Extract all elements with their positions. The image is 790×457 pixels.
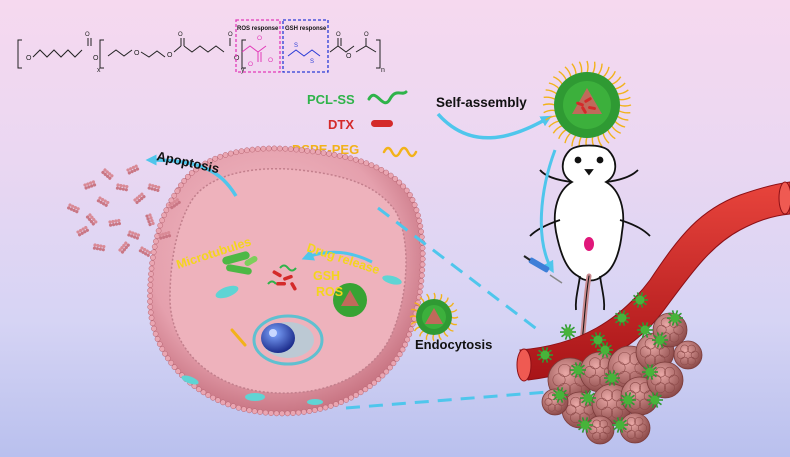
svg-text:S: S bbox=[310, 59, 314, 65]
subscript-y: y bbox=[241, 67, 245, 74]
svg-text:O: O bbox=[364, 32, 369, 38]
tumor-nanoparticles bbox=[536, 292, 683, 433]
subscript-x: x bbox=[97, 67, 101, 74]
cancer-cell bbox=[147, 145, 426, 417]
legend-pcl-ss-label: PCL-SS bbox=[307, 92, 355, 107]
gsh-label: GSH bbox=[313, 269, 340, 283]
svg-text:O: O bbox=[268, 57, 273, 64]
nanoparticle-endocytosis bbox=[409, 292, 459, 342]
ros-label: ROS bbox=[316, 285, 343, 299]
drug-release-arrow bbox=[301, 249, 373, 264]
ros-response-label: ROS response bbox=[237, 26, 279, 32]
dspe-peg-strand-icon bbox=[382, 146, 418, 158]
svg-text:O: O bbox=[346, 53, 352, 60]
tumor-spot-on-mouse bbox=[584, 237, 594, 251]
legend: PCL-SS DTX DSPE-PEG bbox=[292, 90, 418, 158]
legend-dtx-label: DTX bbox=[328, 117, 354, 132]
self-assembly-arrow bbox=[436, 112, 552, 140]
svg-text:O: O bbox=[26, 55, 32, 62]
nucleus bbox=[252, 314, 324, 366]
nanoparticle-internalized bbox=[333, 283, 367, 317]
dtx-drug-icon bbox=[371, 120, 393, 127]
gsh-response-box: S S GSH response bbox=[282, 19, 329, 73]
polymer-formula-tail: O O O n bbox=[329, 32, 385, 74]
svg-text:O: O bbox=[248, 61, 253, 68]
apoptosis-label: Apoptosis bbox=[155, 148, 220, 176]
zoom-line-bottom bbox=[345, 390, 549, 410]
self-assembly-label: Self-assembly bbox=[436, 95, 527, 110]
svg-text:O: O bbox=[85, 32, 90, 38]
svg-text:O: O bbox=[228, 32, 233, 38]
svg-text:O: O bbox=[93, 55, 99, 62]
zoom-line-top bbox=[377, 206, 539, 332]
svg-text:O: O bbox=[178, 32, 183, 38]
svg-text:O: O bbox=[336, 32, 341, 38]
endocytosis-label: Endocytosis bbox=[415, 337, 492, 352]
ros-response-box: O O O ROS response bbox=[235, 19, 281, 73]
injection-arrow bbox=[539, 149, 557, 274]
svg-text:S: S bbox=[294, 43, 298, 49]
svg-text:O: O bbox=[257, 35, 262, 42]
microtubules-icon bbox=[222, 251, 258, 275]
released-drugs bbox=[267, 264, 297, 291]
svg-text:O: O bbox=[134, 50, 140, 57]
svg-text:O: O bbox=[234, 55, 240, 62]
syringe-icon bbox=[523, 255, 563, 284]
svg-text:O: O bbox=[167, 52, 173, 59]
nanoparticle-large bbox=[542, 60, 632, 150]
pcl-ss-strand-icon bbox=[367, 90, 408, 105]
subscript-n: n bbox=[381, 67, 385, 74]
mouse-illustration bbox=[529, 144, 651, 311]
polymer-formula: O O O x O O O O O y bbox=[17, 32, 246, 74]
apoptotic-debris bbox=[67, 164, 181, 257]
gsh-response-label: GSH response bbox=[285, 26, 327, 32]
apoptosis-arrow bbox=[145, 154, 238, 197]
